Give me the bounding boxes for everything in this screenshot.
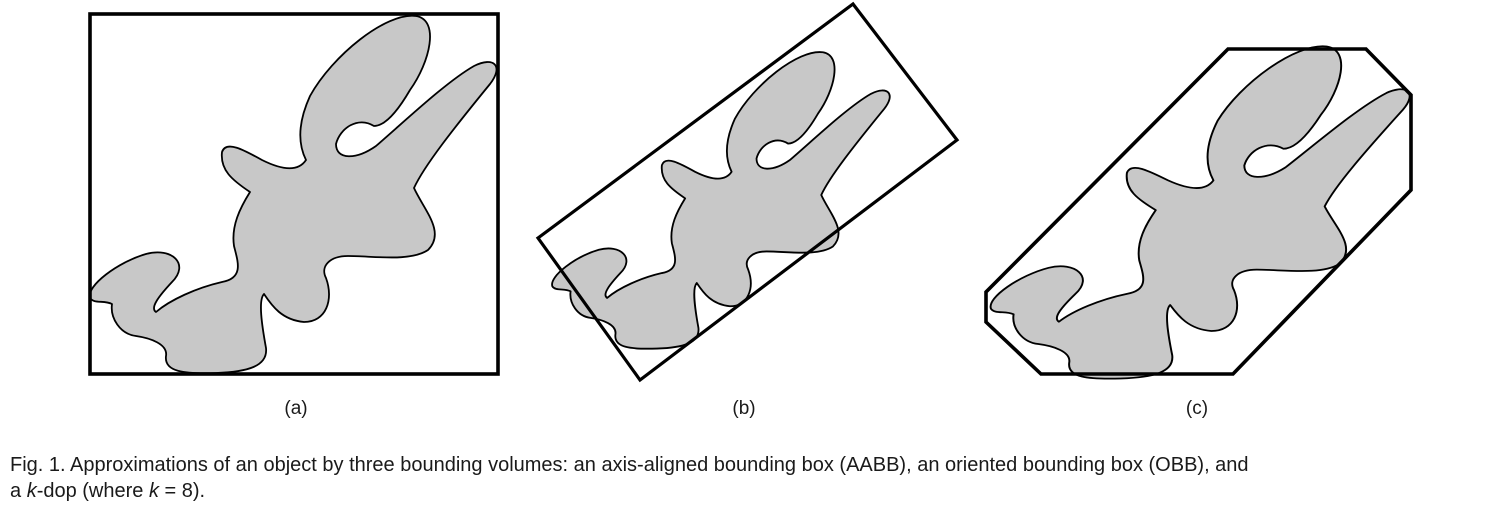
object-shape-a <box>88 14 498 375</box>
caption-k-variable: k <box>26 480 37 502</box>
panel-label-c: (c) <box>1185 398 1209 419</box>
caption-k-variable-2: k <box>148 480 159 502</box>
aabb-box <box>88 12 500 376</box>
panel-c-diagram <box>984 45 1413 380</box>
caption-line-2-end: = 8). <box>158 480 206 502</box>
k-dop-polygon <box>984 47 1413 376</box>
panel-label-a: (a) <box>284 398 308 419</box>
caption-line-2-start: a <box>10 480 27 502</box>
caption-line-1: Fig. 1. Approximations of an object by t… <box>10 454 1249 476</box>
figure-caption: Fig. 1. Approximations of an object by t… <box>10 452 1490 504</box>
panel-a-diagram <box>88 12 500 376</box>
panel-b-diagram <box>535 1 960 383</box>
obb-box <box>535 1 960 383</box>
object-shape-b <box>551 51 891 350</box>
panel-label-b: (b) <box>732 398 756 419</box>
bounding-volumes-figure <box>88 1 1413 383</box>
caption-line-2-middle: -dop (where <box>36 480 149 502</box>
object-shape-c <box>989 45 1411 380</box>
